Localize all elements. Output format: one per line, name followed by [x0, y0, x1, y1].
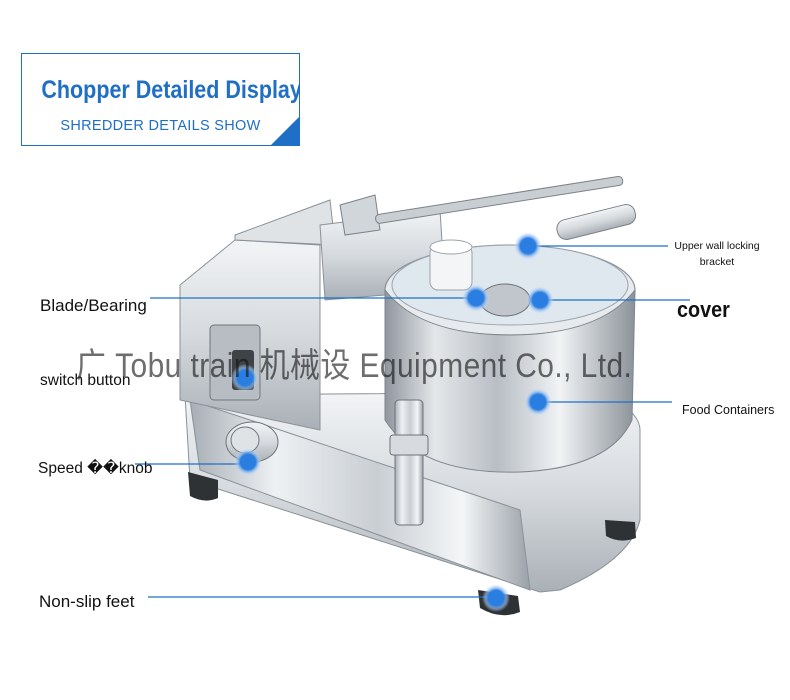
label-food-containers: Food Containers: [682, 403, 775, 417]
marker-speed: [234, 448, 262, 476]
foot-right: [605, 520, 636, 541]
label-speed-knob: Speed ��knob: [38, 460, 153, 477]
marker-feet: [482, 584, 510, 612]
callout-lines: [135, 245, 690, 598]
foot-left: [188, 472, 218, 501]
bowl-body: [384, 288, 636, 473]
motor-top: [234, 199, 336, 246]
page-subtitle: SHREDDER DETAILS SHOW: [60, 118, 261, 134]
marker-bracket: [514, 232, 542, 260]
marker-cover: [526, 286, 554, 314]
company-watermark: 广 Tobu train 机械设 Equipment Co., Ltd.: [76, 347, 633, 385]
label-non-slip-feet: Non-slip feet: [39, 592, 135, 611]
page-title: Chopper Detailed Display: [41, 76, 300, 104]
label-cover: cover: [677, 297, 730, 322]
callout-markers: [231, 232, 554, 612]
label-upper-bracket: Upper wall locking bracket: [674, 240, 760, 268]
label-switch-button: switch button: [40, 372, 131, 389]
marker-switch: [231, 364, 259, 392]
locking-lever-arm: [375, 175, 624, 224]
label-blade-bearing: Blade/Bearing: [40, 296, 147, 315]
bowl-latch: [394, 399, 424, 526]
locking-lever-base: [339, 194, 381, 236]
locking-lever-handle: [556, 204, 637, 240]
title-box: Chopper Detailed Display SHREDDER DETAIL…: [21, 53, 300, 146]
marker-blade: [462, 284, 490, 312]
title-corner-accent: [270, 116, 299, 145]
bowl-latch-clip: [389, 434, 429, 456]
marker-food: [524, 388, 552, 416]
lid-chute-top: [429, 239, 473, 255]
